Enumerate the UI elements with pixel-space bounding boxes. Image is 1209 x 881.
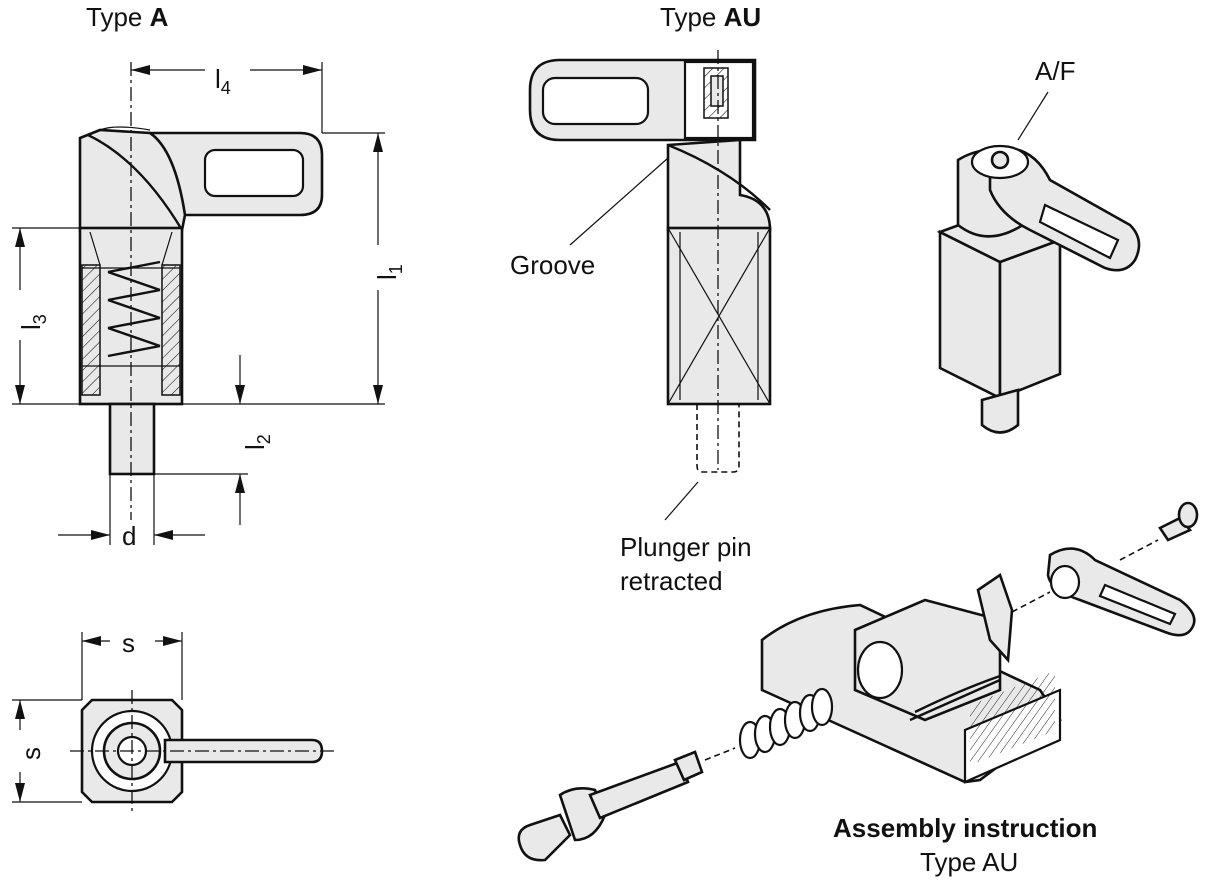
type-a-wall-right bbox=[161, 264, 181, 396]
type-a-spring bbox=[107, 260, 161, 358]
iso-pin bbox=[980, 388, 1020, 434]
dim-l3-label: l3 bbox=[16, 314, 50, 330]
type-a-wall-left bbox=[81, 264, 101, 396]
assembly-spring bbox=[738, 687, 834, 760]
type-a-cam-line bbox=[87, 133, 184, 231]
type-a-cam-head bbox=[78, 128, 187, 232]
groove-label: Groove bbox=[510, 250, 595, 280]
type-au-front-view: Type AU Groove Plunger pin retracted bbox=[510, 2, 772, 596]
type-a-handle-slot bbox=[203, 148, 305, 198]
type-au-title: Type AU bbox=[660, 2, 761, 32]
dim-l2-label: l2 bbox=[240, 434, 274, 450]
assembly-pin-shaft bbox=[588, 760, 690, 820]
type-au-handle-slot bbox=[541, 76, 650, 126]
type-a-top-view: s s bbox=[12, 628, 335, 812]
type-a-cap bbox=[99, 126, 151, 131]
dim-s-top-label: s bbox=[122, 628, 135, 658]
dim-l4-label: l4 bbox=[215, 64, 231, 98]
assembly-barrel-bore bbox=[856, 640, 904, 700]
type-a-title: Type A bbox=[86, 2, 169, 32]
plunger-label-line2: retracted bbox=[620, 566, 723, 596]
plunger-label-line1: Plunger pin bbox=[620, 532, 752, 562]
type-a-front-view: Type A l4 l1 bbox=[12, 2, 406, 551]
isometric-view: A/F bbox=[936, 56, 1141, 434]
assembly-subtitle: Type AU bbox=[920, 847, 1018, 877]
type-a-plunger-pin bbox=[108, 402, 156, 476]
dim-d-label: d bbox=[122, 521, 136, 551]
assembly-cam-flange bbox=[976, 572, 1014, 664]
type-au-cam bbox=[666, 138, 772, 232]
assembly-title: Assembly instruction bbox=[833, 813, 1097, 843]
dim-l1-label: l1 bbox=[372, 264, 406, 280]
assembly-handle-hole bbox=[1049, 564, 1081, 600]
type-au-screw bbox=[710, 75, 724, 107]
assembly-pin-tip bbox=[517, 813, 572, 862]
assembly-view: Assembly instruction Type AU bbox=[517, 501, 1199, 877]
iso-handle-slot bbox=[1038, 203, 1120, 260]
iso-screw bbox=[990, 150, 1010, 170]
type-au-plunger-retracted bbox=[696, 404, 740, 473]
iso-body-right bbox=[998, 238, 1062, 400]
dim-s-side-label: s bbox=[16, 747, 46, 760]
af-label: A/F bbox=[1035, 56, 1075, 86]
